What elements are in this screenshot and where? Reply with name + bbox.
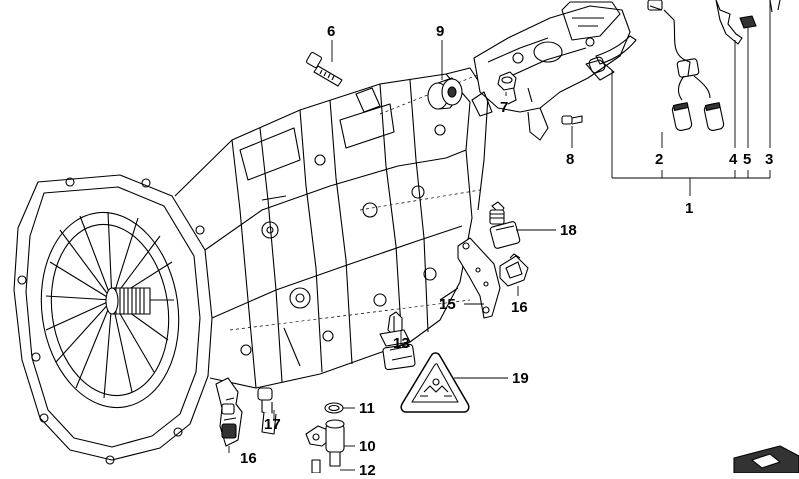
part-5-clip [739,15,757,29]
part-label-plate [733,445,799,474]
part-10-speed-sensor [305,419,345,474]
part-1-shift-mechanism [471,1,637,141]
part-19-warning-label [400,352,470,413]
callout-2: 2 [655,151,664,168]
part-7-nut [497,71,517,91]
part-3-fastener [769,0,781,13]
part-16-clip-upper [499,253,529,287]
callout-18: 18 [560,222,577,239]
leader-lines [228,0,771,471]
callout-5: 5 [743,151,752,168]
part-16-clip-lower [215,377,243,447]
callout-15: 15 [439,296,456,313]
callout-6: 6 [327,23,336,40]
callout-17: 17 [264,416,281,433]
part-2-sensor-harness [647,0,725,131]
callout-1: 1 [685,200,694,217]
part-8-bolt [561,115,583,125]
part-4-bracket [715,0,743,45]
transmission-housing [13,65,501,465]
callout-12: 12 [359,462,376,479]
callout-16-lower: 16 [240,450,257,467]
callout-9: 9 [436,23,445,40]
callout-8: 8 [566,151,575,168]
callout-16-upper: 16 [511,299,528,316]
part-9-bushing [427,77,463,110]
callout-13: 13 [393,335,410,352]
callout-7: 7 [500,99,509,116]
callout-11: 11 [359,400,375,417]
part-13-sender [379,311,416,371]
callout-3: 3 [765,151,774,168]
callout-4: 4 [729,151,738,168]
part-6-bolt [305,51,343,87]
callout-19: 19 [512,370,529,387]
callout-10: 10 [359,438,376,455]
part-11-o-ring [324,402,344,414]
part-17-sensor [257,387,277,435]
part-18-switch [489,201,521,249]
part-15-bracket [457,237,501,319]
